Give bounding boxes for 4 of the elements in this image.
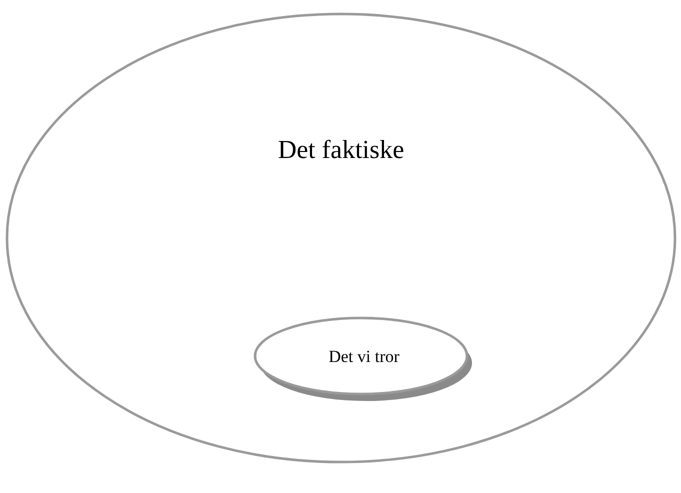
inner-ellipse: [253, 316, 475, 404]
set-label: Det faktiske: [278, 134, 404, 166]
set-label: Det vi tror: [328, 346, 400, 368]
outer-ellipse: [5, 12, 677, 464]
